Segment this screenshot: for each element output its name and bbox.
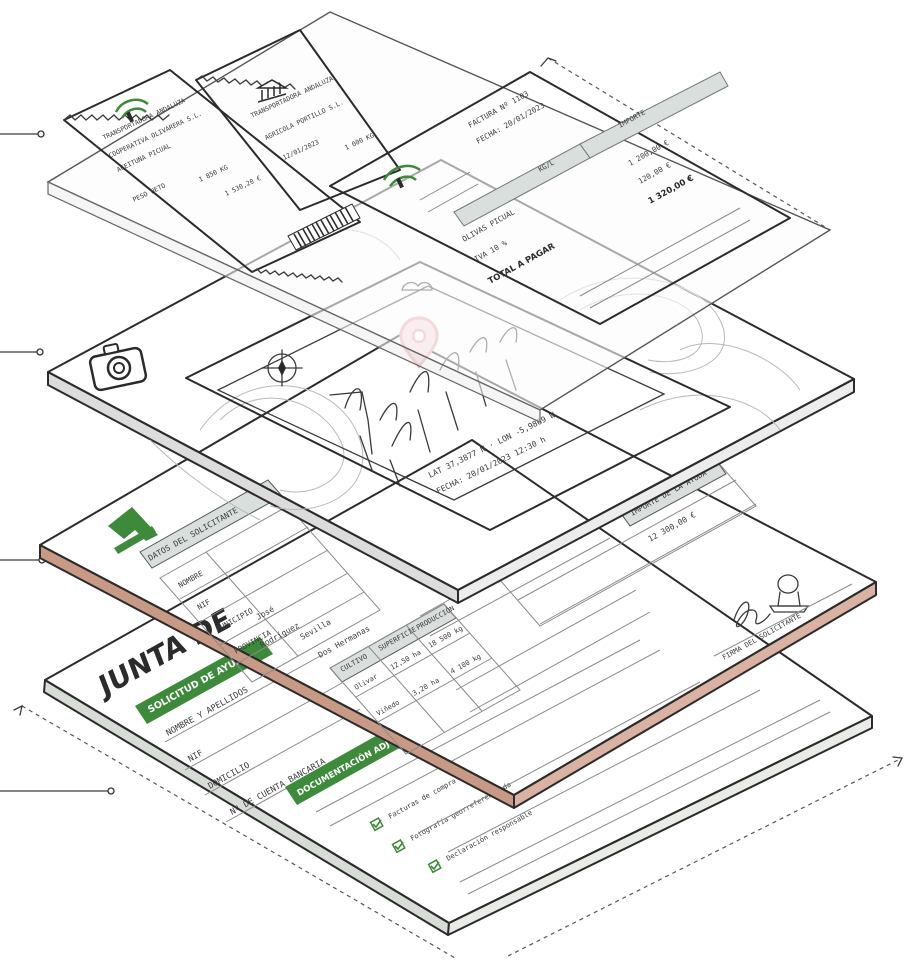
junta-logo-icon	[382, 164, 421, 189]
applicant-label-1: NOMBRE	[177, 569, 205, 590]
junta-logo-icon	[108, 507, 158, 554]
base-form-row-2: NIF	[187, 748, 205, 764]
compass-icon	[261, 349, 303, 387]
dimension-lines	[13, 57, 903, 959]
stamp-icon	[768, 574, 810, 613]
crops-table: CULTIVO SUPERFICIE PRODUCCIÓN Olivar 12,…	[329, 603, 521, 755]
check-icon	[369, 817, 384, 832]
crops-r1-c1: Olivar	[353, 672, 379, 691]
crops-r2-c1: Viñedo	[375, 698, 401, 717]
junta-logo-icon	[114, 98, 149, 123]
signature-icon	[733, 601, 771, 628]
layer-receipts: TRANSPORTADORA ANDALUZA COOPERATIVA OLIV…	[46, 11, 832, 423]
dimension-line-top	[547, 57, 831, 231]
callout-dot-1	[37, 130, 45, 138]
glass-panel-edge	[47, 181, 541, 423]
dimension-arrow-right	[892, 756, 903, 767]
application-form-edge-right	[513, 581, 877, 809]
signature-line	[713, 583, 853, 657]
callout-dot-4	[107, 787, 115, 795]
base-form-sheet	[44, 439, 873, 924]
bank-icon	[255, 79, 289, 103]
application-form-header-label: DATOS DEL SOLICITANTE	[147, 506, 240, 563]
base-form-row-3: DOMICILIO	[207, 761, 252, 792]
camera-icon	[88, 343, 148, 392]
base-form-fine-text	[315, 639, 831, 895]
dimension-arrow-left	[13, 704, 23, 716]
callout-dot-2	[36, 348, 44, 356]
check-icon	[391, 839, 406, 854]
base-form-bar-2	[285, 728, 403, 805]
barcode-icon	[287, 203, 361, 251]
dimension-line-bottom-right	[507, 757, 903, 957]
application-form-sheet	[39, 334, 877, 796]
applicant-value-3: Sevilla	[299, 617, 333, 641]
map-layer-edge-right	[457, 378, 855, 604]
check-icon	[427, 859, 442, 874]
dimension-arrow-top	[540, 57, 557, 67]
dimension-line-bottom-left	[21, 705, 456, 959]
